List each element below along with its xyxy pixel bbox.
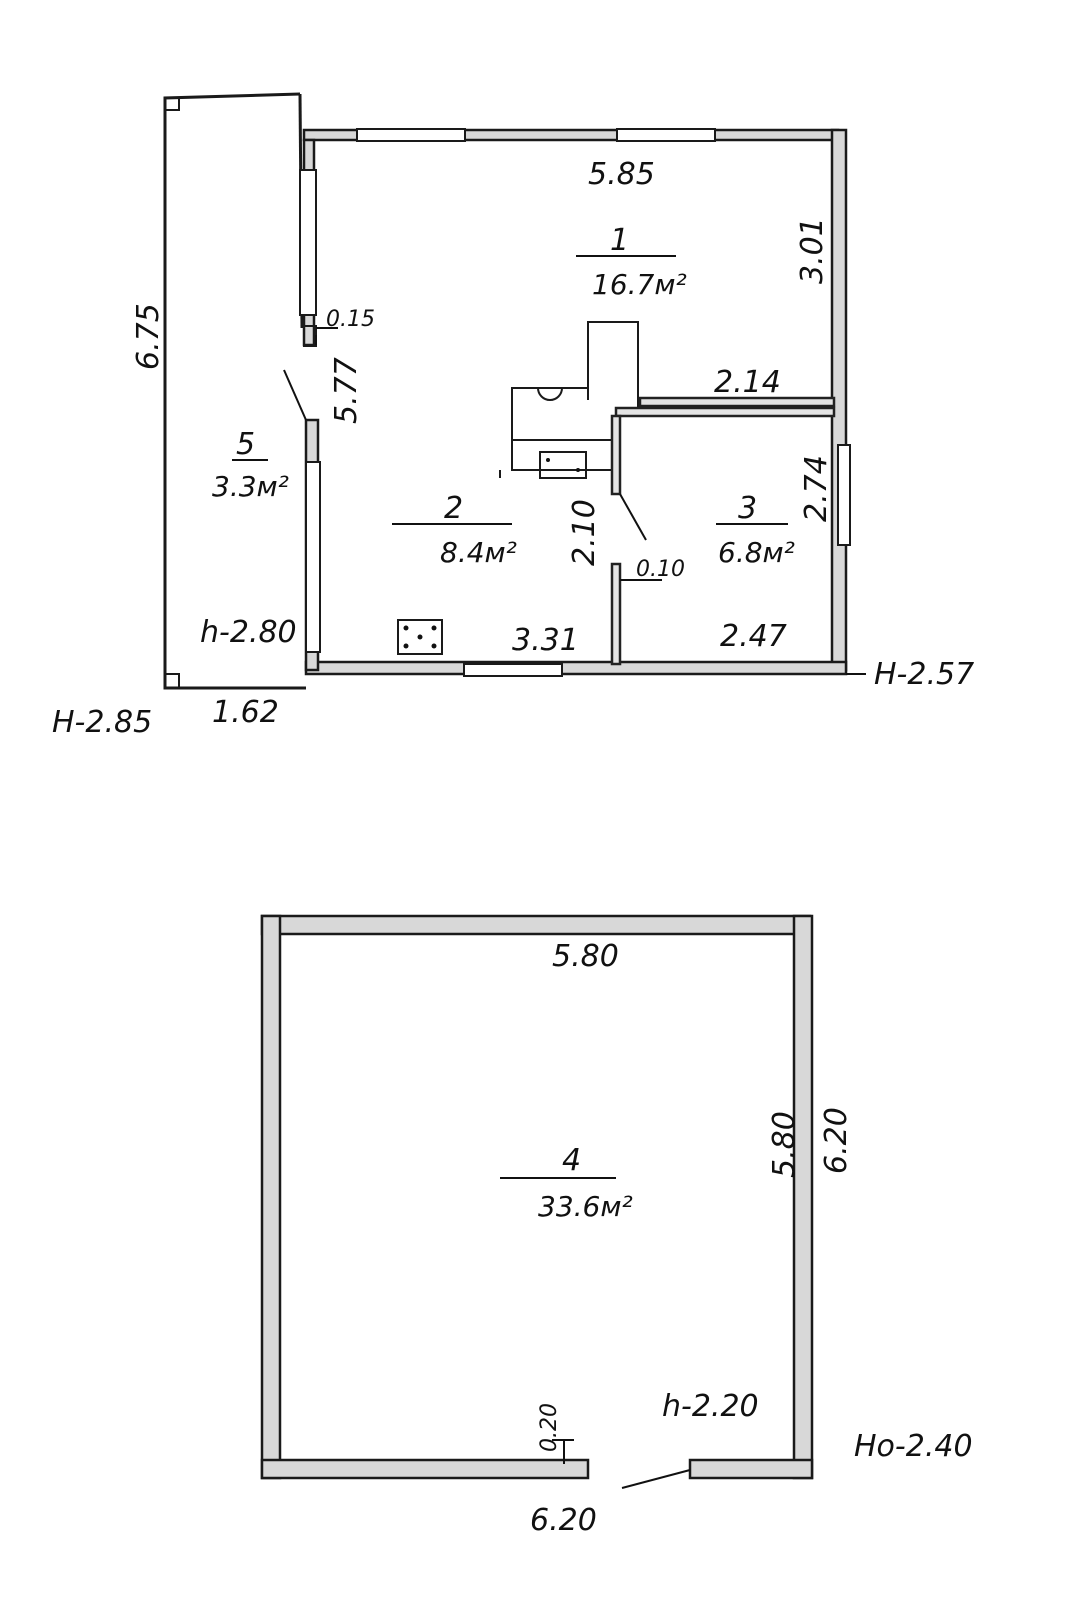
- room-5-number: 5: [236, 427, 255, 462]
- room-3-number: 3: [738, 491, 757, 526]
- room-5-area: 3.3м²: [212, 470, 289, 503]
- veranda-outline: [163, 92, 306, 690]
- dim-opening: 0.10: [636, 557, 685, 582]
- basement-outer-height: 6.20: [819, 1107, 854, 1174]
- room-4-number: 4: [562, 1143, 581, 1178]
- room-1-number: 1: [610, 223, 629, 258]
- dim-wall-small: 0.15: [326, 307, 375, 332]
- dim-right-height-mid: 2.74: [799, 455, 834, 522]
- room-4-area: 33.6м²: [538, 1190, 633, 1223]
- basement-level: Ho-2.40: [854, 1429, 973, 1464]
- ceiling-height: h-2.80: [200, 615, 297, 650]
- windows: [299, 128, 851, 677]
- room-1-area: 16.7м²: [592, 268, 687, 301]
- dim-top-width: 5.85: [588, 157, 655, 192]
- dim-partition-width: 2.14: [714, 365, 781, 400]
- stove-icon: [397, 619, 443, 655]
- lower-plan: 5.80 5.80 6.20 0.20 h-2.20 Ho-2.40 6.20 …: [260, 914, 973, 1538]
- dim-inner-height: 5.77: [329, 357, 364, 424]
- basement-ceiling-height: h-2.20: [662, 1389, 759, 1424]
- dim-partition-height: 2.10: [567, 499, 602, 566]
- basement-outer-width: 6.20: [530, 1503, 597, 1538]
- interior-partitions: [499, 321, 836, 666]
- upper-plan: 5.85 6.75 3.01 0.15 5.77 2.14 2.74 2.10 …: [52, 92, 974, 740]
- room-3-area: 6.8м²: [718, 536, 795, 569]
- dim-right-height-top: 3.01: [795, 217, 830, 284]
- basement-inner-width: 5.80: [552, 939, 619, 974]
- room-2-area: 8.4м²: [440, 536, 517, 569]
- level-left: H-2.85: [52, 705, 152, 740]
- basement-inner-height: 5.80: [767, 1111, 802, 1178]
- dim-bottom-left: 3.31: [512, 623, 579, 658]
- basement-wall-small: 0.20: [537, 1403, 562, 1452]
- basement-walls: [260, 914, 814, 1480]
- dim-bottom-right: 2.47: [720, 619, 787, 654]
- level-right: H-2.57: [874, 657, 974, 692]
- dim-veranda-width: 1.62: [212, 695, 279, 730]
- dim-overall-height: 6.75: [131, 303, 166, 370]
- room-2-number: 2: [444, 491, 463, 526]
